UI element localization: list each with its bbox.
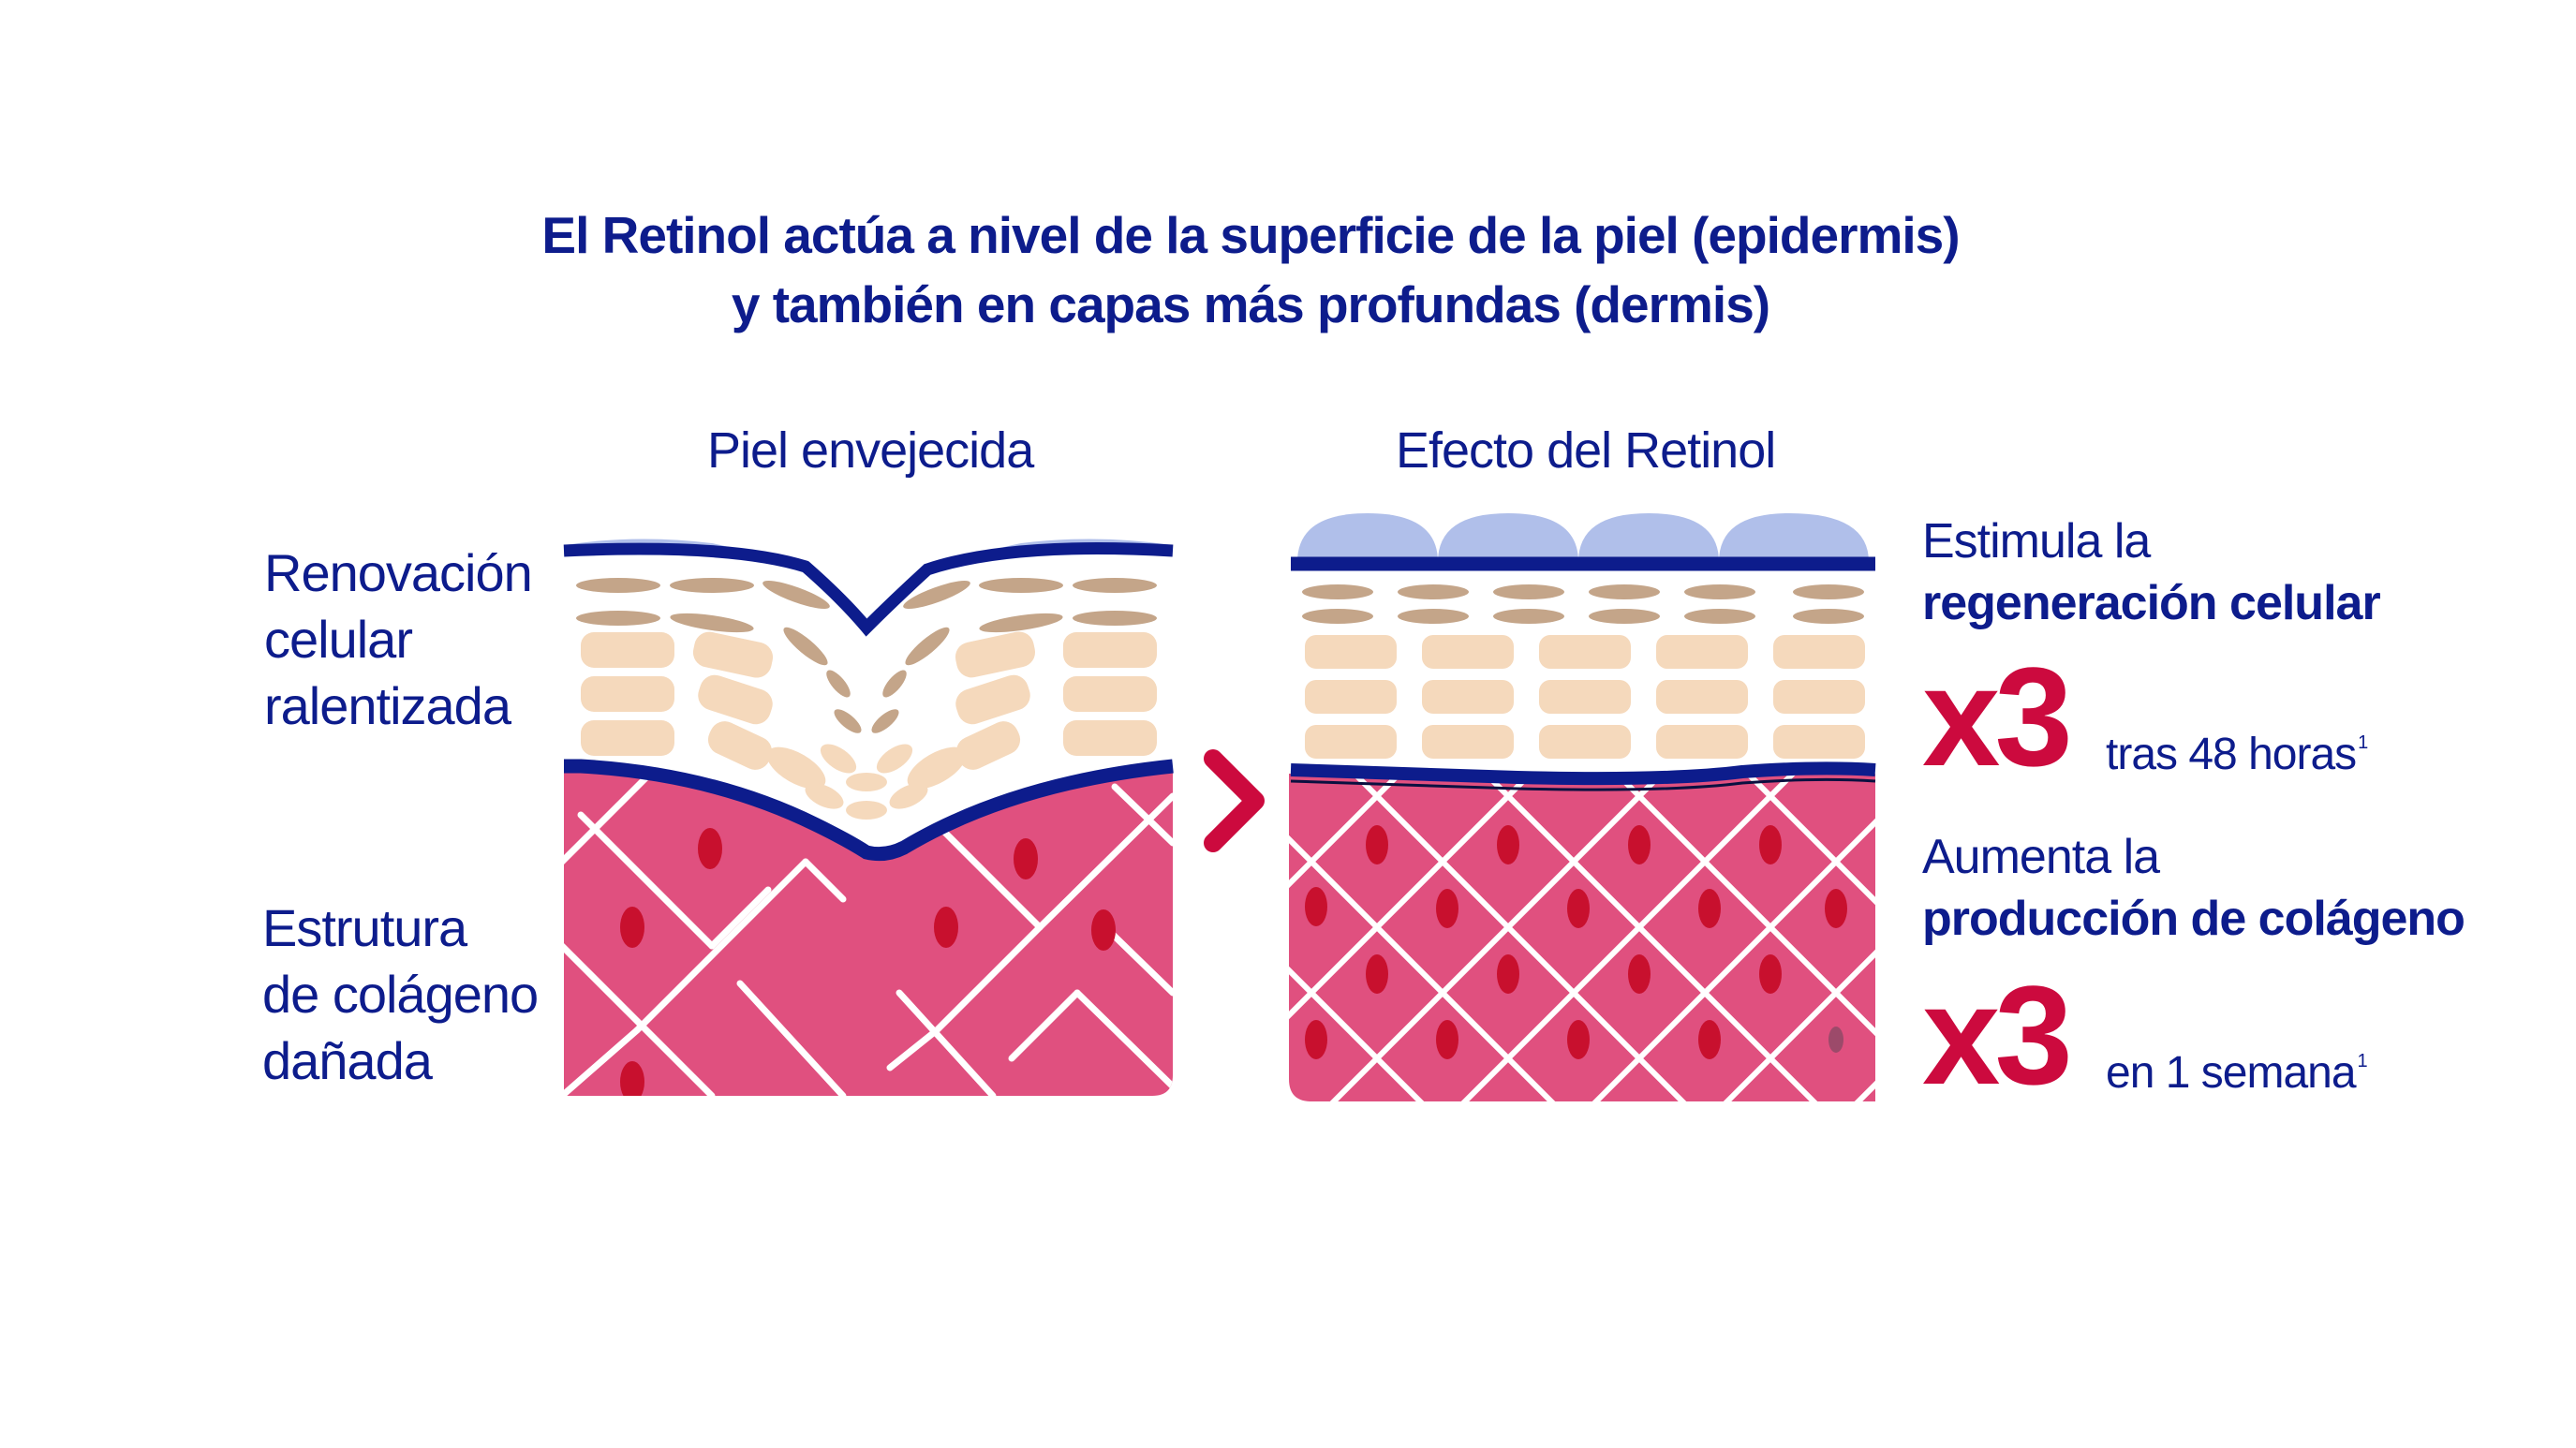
collagen-damage-label: Estrutura de colágeno dañada	[262, 894, 539, 1094]
regeneration-heading: Estimula la regeneración celular	[1922, 510, 2381, 634]
regeneration-line-2: regeneración celular	[1922, 576, 2381, 630]
retinol-flat-cells	[1302, 584, 1864, 624]
renewal-label-line-2: celular	[264, 610, 413, 669]
diagram-title: El Retinol actúa a nivel de la superfici…	[0, 200, 2501, 339]
collagen-footnote: 1	[2357, 1051, 2368, 1071]
retinol-dermis	[1289, 768, 1875, 1101]
collagen-label-line-3: dañada	[262, 1031, 433, 1090]
aged-cells	[576, 578, 1157, 820]
retinol-effect-label: Efecto del Retinol	[1396, 422, 1776, 479]
regeneration-multiplier: x3	[1922, 638, 2073, 795]
collagen-note-text: en 1 semana	[2106, 1048, 2357, 1098]
renewal-label: Renovación celular ralentizada	[264, 539, 533, 739]
retinol-corneum	[1297, 513, 1869, 562]
collagen-line-2: producción de colágeno	[1922, 892, 2465, 946]
regeneration-line-1: Estimula la	[1922, 514, 2151, 569]
collagen-label-line-1: Estrutura	[262, 898, 467, 957]
aged-skin-label: Piel envejecida	[707, 422, 1034, 479]
chevron-right-icon	[1204, 749, 1265, 852]
retinol-skin-illustration	[1289, 513, 1876, 1101]
collagen-heading: Aumenta la producción de colágeno	[1922, 826, 2465, 950]
collagen-multiplier: x3	[1922, 956, 2073, 1114]
title-line-1: El Retinol actúa a nivel de la superfici…	[541, 206, 1960, 264]
renewal-label-line-3: ralentizada	[264, 676, 511, 735]
renewal-label-line-1: Renovación	[264, 543, 533, 602]
collagen-line-1: Aumenta la	[1922, 830, 2160, 884]
title-line-2: y también en capas más profundas (dermis…	[731, 275, 1770, 333]
regeneration-footnote: 1	[2358, 732, 2368, 753]
aged-surface-line	[563, 542, 1174, 637]
aged-skin-illustration	[563, 539, 1174, 1096]
retinol-round-cells	[1305, 635, 1865, 759]
retinol-basement-line	[1290, 761, 1876, 786]
aged-basement-line	[564, 759, 1174, 862]
regeneration-note-text: tras 48 horas	[2106, 730, 2357, 779]
collagen-label-line-2: de colágeno	[262, 965, 539, 1024]
